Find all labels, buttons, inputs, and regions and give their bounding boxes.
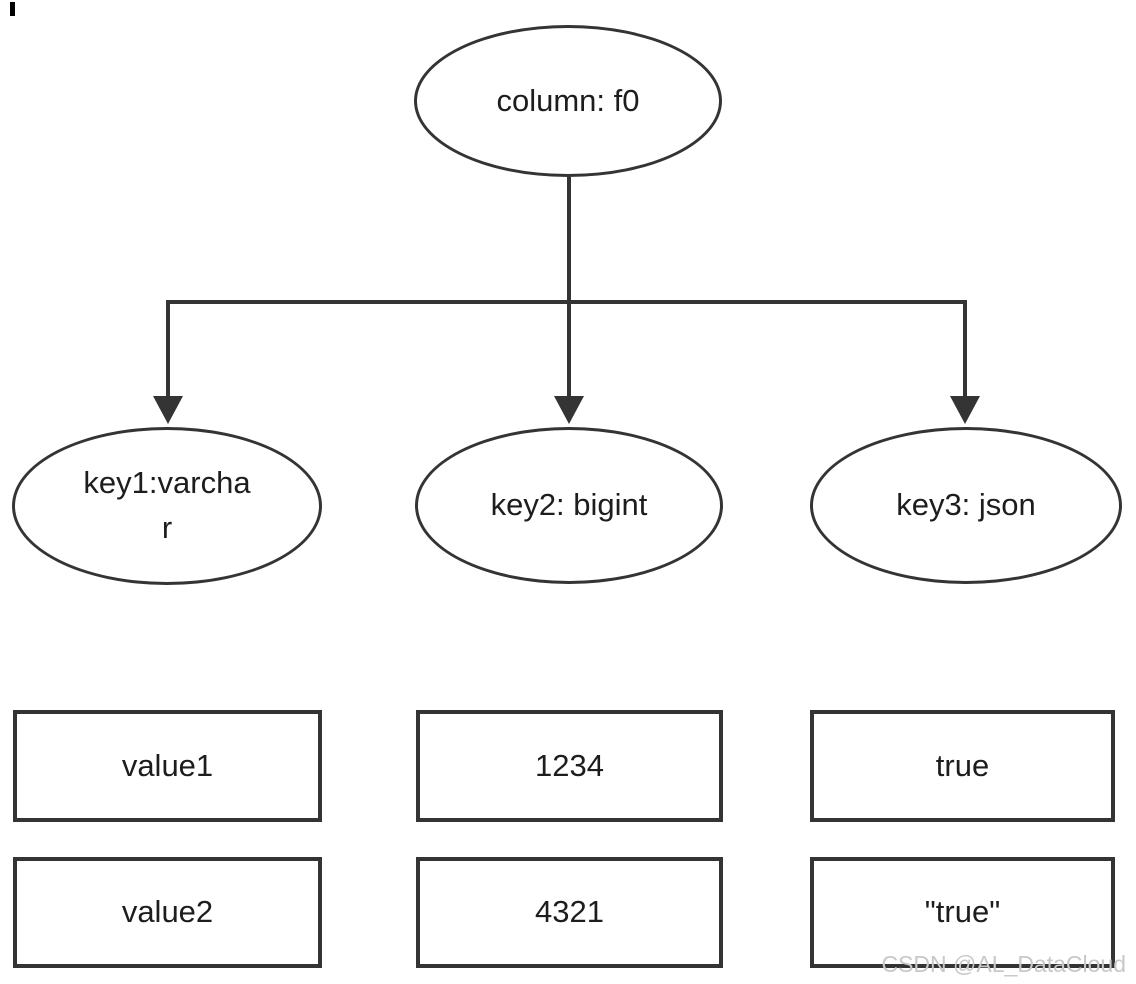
- value-box-true: true: [810, 710, 1115, 822]
- value-box-value1-label: value1: [121, 747, 214, 783]
- value-box-true-label: true: [935, 747, 990, 783]
- node-column-f0: column: f0: [414, 25, 722, 177]
- value-box-value2: value2: [13, 857, 322, 968]
- value-box-1234: 1234: [416, 710, 723, 822]
- value-box-4321: 4321: [416, 857, 723, 968]
- node-key3-json: key3: json: [810, 427, 1122, 584]
- node-key1-varchar-label: key1:varchar: [83, 465, 251, 545]
- value-box-quoted-true-label: "true": [924, 894, 1001, 930]
- value-box-4321-label: 4321: [535, 894, 604, 930]
- arrowhead-middle: [554, 396, 584, 424]
- node-key1-varchar: key1:varchar: [12, 427, 322, 585]
- node-key2-bigint: key2: bigint: [415, 427, 723, 584]
- node-key3-json-label: key3: json: [896, 487, 1036, 523]
- value-box-1234-label: 1234: [535, 747, 604, 783]
- node-column-f0-label: column: f0: [496, 82, 640, 118]
- value-box-value2-label: value2: [121, 894, 214, 930]
- text-cursor-artifact: [10, 2, 15, 16]
- arrowhead-left: [153, 396, 183, 424]
- value-box-quoted-true: "true": [810, 857, 1115, 968]
- arrowhead-right: [950, 396, 980, 424]
- csdn-watermark: CSDN @AL_DataCloud: [881, 951, 1126, 977]
- node-key2-bigint-label: key2: bigint: [490, 487, 648, 523]
- value-box-value1: value1: [13, 710, 322, 822]
